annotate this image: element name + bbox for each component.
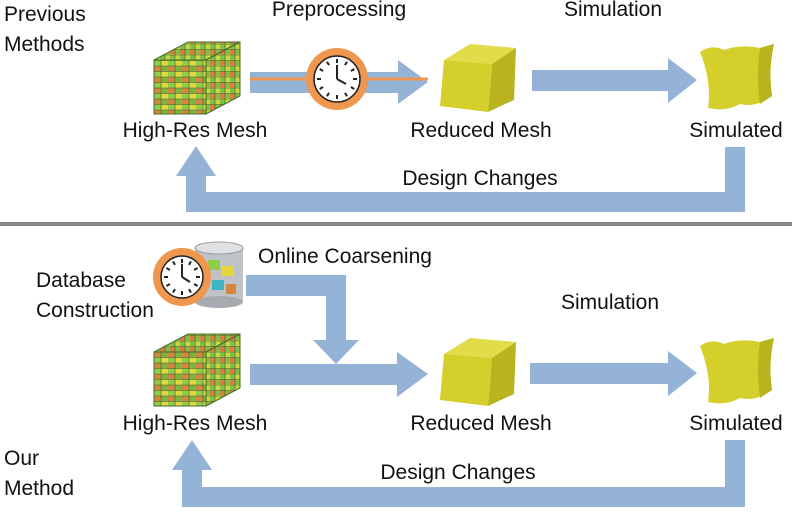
arrow-simulate-head-bottom: [668, 351, 697, 396]
reduced-mesh-label-top: Reduced Mesh: [410, 119, 552, 142]
arrow-simulate-head: [668, 58, 697, 103]
high-res-mesh-label-bottom: High-Res Mesh: [122, 412, 268, 435]
clock-icon: [306, 48, 368, 110]
reduced-cube-icon: [440, 44, 516, 112]
mesh-cube-icon: [153, 41, 241, 115]
feedback-loop-bottom: [182, 440, 745, 507]
database-construction-label: Database Construction: [36, 269, 154, 322]
arrow-reduce-shaft: [250, 364, 400, 385]
simulated-label-bottom: Simulated: [689, 412, 783, 435]
online-coarsening-label: Online Coarsening: [258, 245, 432, 268]
high-res-mesh-label-top: High-Res Mesh: [122, 119, 268, 142]
design-changes-label-bottom: Design Changes: [380, 461, 536, 484]
deformed-shape-icon: [700, 44, 774, 110]
deformed-shape-icon: [700, 338, 774, 404]
arrow-simulate-shaft-bottom: [530, 363, 672, 384]
simulation-label-bottom: Simulation: [560, 291, 660, 314]
preprocessing-label: Preprocessing: [271, 0, 407, 21]
mesh-cube-icon: [153, 333, 241, 407]
reduced-mesh-label-bottom: Reduced Mesh: [410, 412, 552, 435]
simulated-label-top: Simulated: [689, 119, 783, 142]
feedback-arrow-head-bottom: [172, 440, 212, 470]
reduced-cube-icon: [440, 338, 516, 406]
arrow-reduce-head: [397, 352, 428, 397]
online-coarsening-arrow-head: [313, 340, 359, 364]
online-coarsening-arrow: [246, 275, 346, 342]
simulation-label-top: Simulation: [563, 0, 663, 21]
design-changes-label-top: Design Changes: [402, 167, 558, 190]
feedback-loop-top: [186, 147, 745, 212]
our-method-label: Our Method: [4, 447, 75, 500]
feedback-arrow-head-top: [176, 146, 216, 176]
previous-methods-label: Previous Methods: [4, 3, 86, 56]
arrow-simulate-shaft: [532, 70, 672, 91]
clock-icon: [153, 248, 211, 306]
arrow-preprocess-head: [398, 60, 428, 104]
section-divider: [0, 222, 792, 226]
